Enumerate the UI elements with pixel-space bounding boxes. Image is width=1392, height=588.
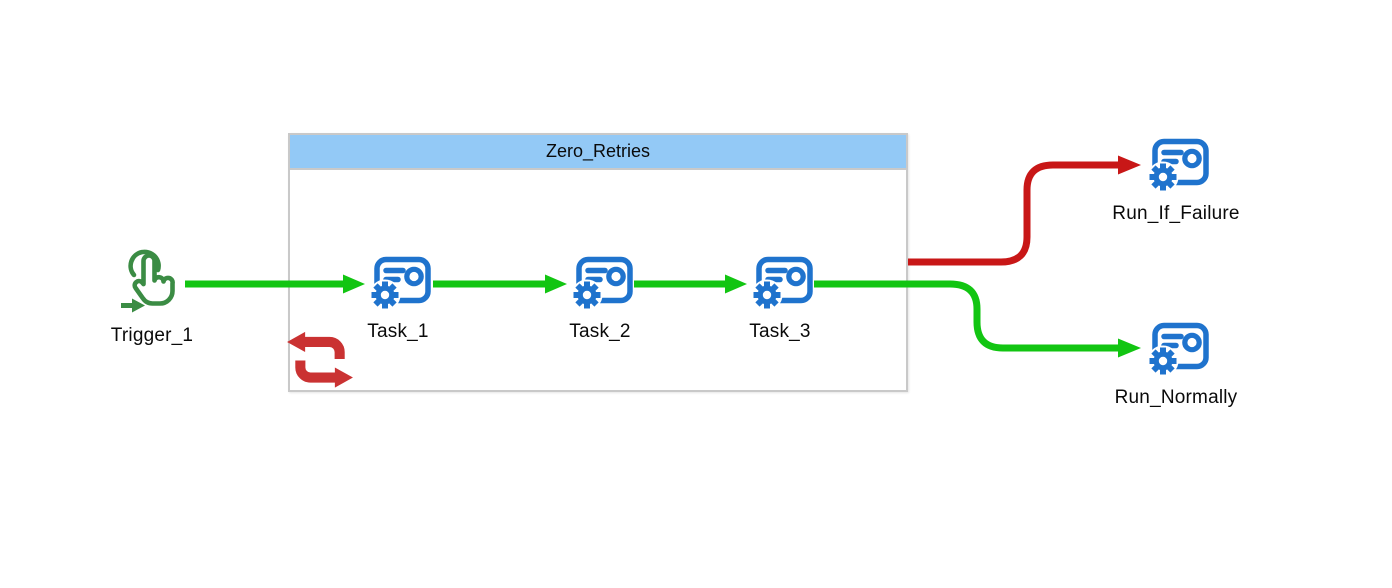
- group-header[interactable]: Zero_Retries: [290, 135, 906, 170]
- node-label: Task_3: [749, 321, 811, 342]
- node-label: Trigger_1: [110, 325, 194, 346]
- node-task-3[interactable]: Task_3: [720, 256, 840, 343]
- node-label: Run_Normally: [1114, 387, 1238, 408]
- node-task-1[interactable]: Task_1: [338, 256, 458, 343]
- node-label: Task_1: [367, 321, 429, 342]
- node-trigger-1[interactable]: Trigger_1: [92, 248, 212, 347]
- group-title: Zero_Retries: [545, 141, 651, 161]
- node-run-normally[interactable]: Run_Normally: [1086, 322, 1266, 409]
- hand-tap-icon: [120, 248, 184, 318]
- task-gear-icon: [566, 256, 634, 314]
- task-gear-icon: [1142, 322, 1210, 380]
- node-label: Task_2: [569, 321, 631, 342]
- node-label: Run_If_Failure: [1112, 203, 1240, 224]
- node-run-if-failure[interactable]: Run_If_Failure: [1086, 138, 1266, 225]
- node-task-2[interactable]: Task_2: [540, 256, 660, 343]
- task-gear-icon: [364, 256, 432, 314]
- task-gear-icon: [746, 256, 814, 314]
- task-gear-icon: [1142, 138, 1210, 196]
